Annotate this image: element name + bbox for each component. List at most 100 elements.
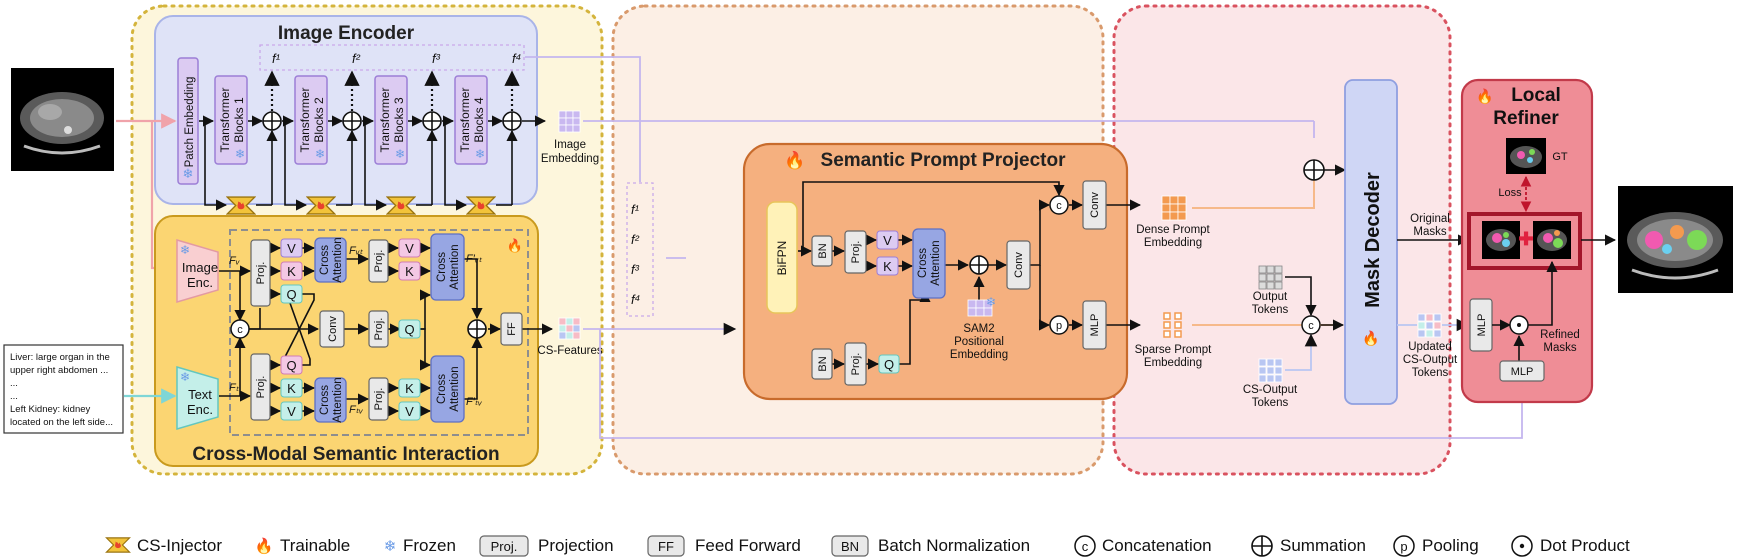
feature-collection-box	[259, 44, 525, 71]
conv-block: Conv	[1082, 180, 1107, 230]
svg-text:MLP: MLP	[1511, 366, 1534, 378]
image-encoder-trapezoid	[176, 238, 219, 304]
updated-tokens-label-3: Tokens	[1412, 367, 1449, 379]
updated-tokens-grid-icon	[1417, 313, 1442, 338]
pooling-icon: p	[1049, 315, 1069, 335]
summation-icon	[342, 111, 362, 131]
updated-tokens-label-1: Updated	[1408, 341, 1451, 353]
summation-icon	[422, 111, 442, 131]
svg-text:V: V	[883, 233, 892, 248]
feature-f4: f⁴	[512, 51, 521, 66]
summation-icon	[502, 111, 522, 131]
svg-text:Proj.: Proj.	[373, 250, 385, 273]
svg-text:Proj.: Proj.	[373, 318, 385, 341]
svg-text:Proj.: Proj.	[373, 388, 385, 411]
svg-text:MLP: MLP	[1476, 314, 1488, 337]
svg-text:Q: Q	[884, 357, 894, 372]
legend-item-concatenation: c Concatenation	[1074, 535, 1212, 557]
image-embedding-label-1: Image	[554, 139, 586, 151]
cross-attention-block: Cross Attention	[912, 228, 946, 299]
query-box: Q	[280, 355, 303, 375]
text-enc-label-2: Enc.	[187, 402, 213, 417]
fire-icon: 🔥	[784, 150, 805, 170]
conv-block: Conv	[319, 310, 345, 348]
stack-f3: f³	[631, 262, 640, 277]
original-masks-label-2: Masks	[1413, 226, 1446, 238]
svg-text:Frozen: Frozen	[403, 536, 456, 555]
cs-features-grid-icon	[558, 317, 581, 340]
projection-block: Proj.	[368, 239, 389, 283]
transformer-block-2: Transformer Blocks 2 ❄	[294, 75, 328, 165]
svg-text:V: V	[287, 241, 296, 256]
query-box: Q	[878, 354, 900, 374]
sparse-prompt-grid-icon	[1163, 312, 1182, 338]
svg-text:Batch Normalization: Batch Normalization	[878, 536, 1030, 555]
mask-combine-box	[1467, 212, 1582, 270]
text-prompt-line: ...	[10, 378, 18, 389]
cross-attention-block: Cross Attention	[430, 233, 465, 301]
svg-text:Transformer: Transformer	[458, 88, 472, 153]
bifpn-label: BiFPN	[775, 241, 789, 276]
projection-block: Proj.	[250, 353, 271, 421]
sam2-positional-grid-icon	[967, 299, 993, 317]
svg-text:K: K	[883, 259, 892, 274]
refined-masks-label-2: Masks	[1543, 342, 1576, 354]
transformer-block-1: Transformer Blocks 1 ❄	[214, 75, 248, 165]
legend-item-pooling: p Pooling	[1393, 535, 1479, 557]
svg-text:p: p	[1056, 320, 1062, 332]
svg-text:K: K	[287, 264, 296, 279]
image-embedding-grid-icon	[558, 110, 581, 133]
summation-icon	[262, 111, 282, 131]
concatenation-icon: c	[1049, 195, 1069, 215]
svg-text:Cross: Cross	[319, 245, 331, 275]
legend-item-batch-norm: BN Batch Normalization	[831, 535, 1030, 557]
summation-icon	[1303, 159, 1325, 181]
svg-text:Blocks 2: Blocks 2	[312, 97, 326, 143]
patch-embedding-label: Patch Embedding	[184, 77, 196, 168]
transformer-block-4: Transformer Blocks 4 ❄	[454, 75, 488, 165]
svg-text:CS-Injector: CS-Injector	[137, 536, 222, 555]
svg-text:Conv: Conv	[1013, 252, 1025, 278]
cmsi-title: Cross-Modal Semantic Interaction	[192, 444, 499, 465]
cmsi-dashed-frame	[229, 229, 529, 436]
ft-label: Fₜ	[229, 382, 240, 394]
svg-text:Attention: Attention	[332, 377, 344, 422]
text-prompt-line: upper right abdomen ...	[10, 365, 108, 376]
snowflake-icon: ❄	[315, 147, 325, 161]
local-refiner-panel	[1460, 78, 1594, 404]
svg-text:c: c	[1056, 200, 1062, 212]
value-box: V	[280, 238, 303, 258]
svg-text:K: K	[405, 381, 414, 396]
svg-text:FF: FF	[506, 322, 518, 336]
output-tokens-label-2: Tokens	[1252, 304, 1289, 316]
svg-text:Projection: Projection	[538, 536, 614, 555]
conv-block: Conv	[1006, 240, 1031, 290]
feature-f2: f²	[352, 51, 361, 66]
svg-text:V: V	[405, 404, 414, 419]
snowflake-icon: ❄	[395, 147, 405, 161]
snowflake-icon: ❄	[180, 370, 190, 384]
snowflake-icon: ❄	[384, 538, 397, 555]
fvt-label: Fᵥₜ	[349, 245, 364, 257]
mlp-block: MLP	[1469, 298, 1493, 352]
patch-embedding-block	[177, 57, 199, 185]
svg-text:V: V	[287, 404, 296, 419]
projection-block: Proj.	[844, 342, 867, 386]
svg-text:c: c	[237, 324, 243, 336]
text-prompt-line: Left Kidney: kidney	[10, 404, 91, 415]
stack-f4: f⁴	[631, 292, 640, 307]
image-encoder-title: Image Encoder	[278, 23, 415, 44]
spp-title: Semantic Prompt Projector	[821, 150, 1067, 171]
text-prompt-line: ...	[10, 391, 18, 402]
svg-text:Transformer: Transformer	[218, 88, 232, 153]
feed-forward-block: FF	[500, 312, 523, 346]
dense-prompt-label-1: Dense Prompt	[1136, 224, 1210, 236]
batch-norm-block: BN	[811, 235, 833, 267]
svg-text:BN: BN	[817, 356, 829, 371]
snowflake-icon: ❄	[986, 295, 996, 309]
concatenation-icon: c	[230, 319, 250, 339]
svg-text:Concatenation: Concatenation	[1102, 536, 1212, 555]
svg-text:Proj.: Proj.	[850, 241, 862, 264]
svg-text:Q: Q	[286, 358, 296, 373]
